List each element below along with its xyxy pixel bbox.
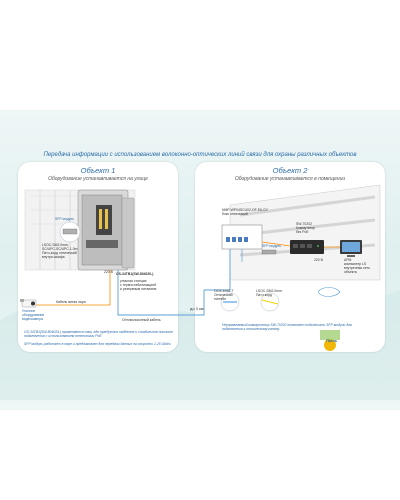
switch-label: SW-70202 Коммутатор без PoE xyxy=(296,222,315,234)
switch-illustration xyxy=(290,240,324,254)
optical-crossbox-illustration xyxy=(221,224,263,250)
object-2-subtitle: Оборудование устанавливается в помещении xyxy=(234,176,346,182)
voltage-label-1: 220 В xyxy=(104,270,113,274)
sfp-module-label-2: SFP модуль xyxy=(262,244,281,248)
fiber-label: Оптоволоконный кабель xyxy=(122,318,161,322)
note-3: Неуправляемый коммутатор SW-70202 позвол… xyxy=(222,323,352,332)
fiber-cable xyxy=(117,270,205,316)
pigtail-label: OCS-1x4A-T Оптический пигтейл xyxy=(214,289,234,301)
headline: Передача информации с использованием вол… xyxy=(43,152,357,158)
object-1-title: Объект 1 xyxy=(80,166,116,175)
crossbox-label: NMP-WP04SCU02-OF-E6-GY бокс оптический xyxy=(222,208,268,216)
camera-label: Уличное оборудование видеокамера xyxy=(22,309,45,321)
logo-text: Пыль xyxy=(326,338,338,343)
outdoor-cabinet-illustration xyxy=(77,189,135,271)
twisted-pair-cable xyxy=(36,270,111,306)
arm-label: АРМ компьютер LS внутренняя сеть объекта xyxy=(344,258,370,274)
logo-icon xyxy=(320,330,340,351)
cable-label: Кабель витая пара xyxy=(56,300,86,304)
sfp-module-2 xyxy=(261,249,277,255)
camera-illustration xyxy=(20,299,37,308)
voltage-label-2: 220 В xyxy=(314,258,323,262)
sfp-module-label-1: SFP модуль xyxy=(55,217,74,221)
object-2-title: Объект 2 xyxy=(272,166,308,175)
note-2: SFP модуль работает в паре и предназначе… xyxy=(24,342,171,346)
object-1-subtitle: Оборудование устанавливается на улице xyxy=(48,176,148,182)
computer-illustration xyxy=(340,240,362,257)
patchcord-label-2: LSOC-SM2.0mm Патч-корд xyxy=(256,289,282,297)
distance-label: до 3 км xyxy=(190,306,204,311)
patchcord-label-1: LSOC-SM2.0mm-SC/UPC-SC/UPC-1.0m Патч-кор… xyxy=(42,243,78,259)
equipment-label-1: OS-34TB1(SW-80402/L) xyxy=(116,272,154,276)
note-1: OS-34TB1(SW-80402/L) применяется там, гд… xyxy=(24,330,173,339)
equipment-desc-1: уличная станция с термостабилизацией и р… xyxy=(120,279,157,291)
